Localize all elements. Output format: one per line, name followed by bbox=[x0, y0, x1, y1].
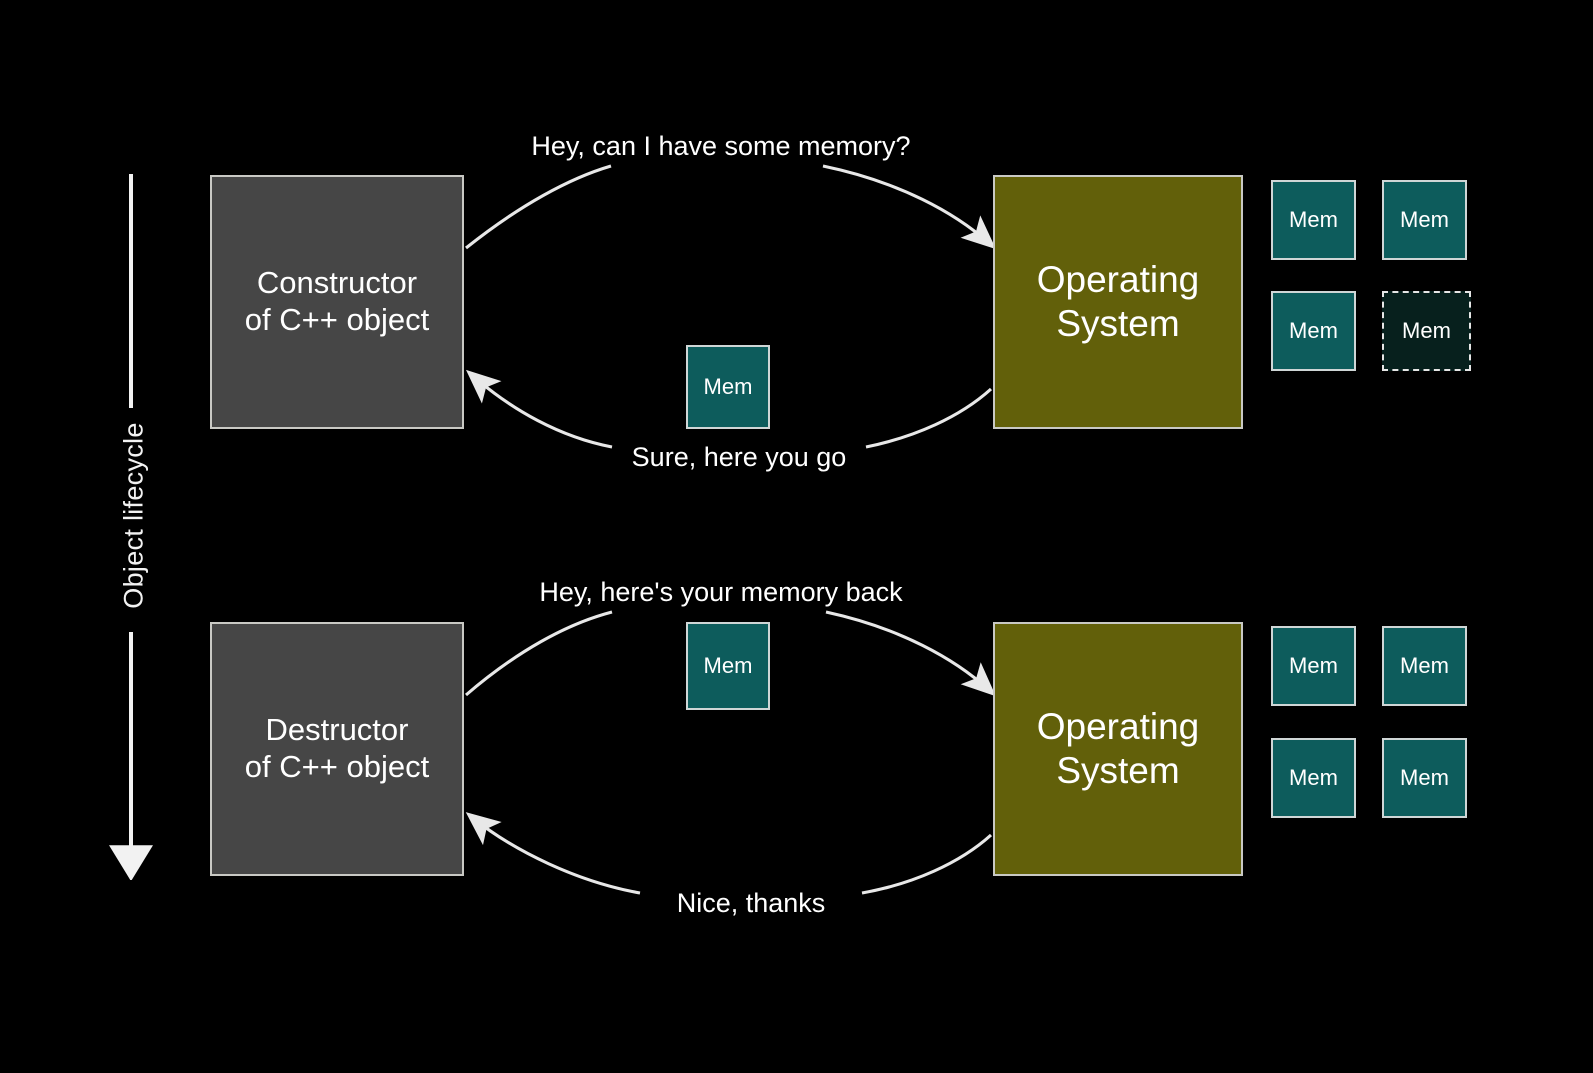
mem-block-label: Mem bbox=[703, 374, 753, 399]
mem-block-label: Mem bbox=[1400, 207, 1449, 232]
mem-pool-block-3-destruction[interactable]: Mem bbox=[1271, 738, 1356, 818]
arrow-request-construction bbox=[465, 164, 996, 250]
object-lifecycle-label: Object lifecycle bbox=[118, 422, 149, 609]
constructor-label: Constructor of C++ object bbox=[244, 265, 430, 337]
mem-block-label: Mem bbox=[1289, 653, 1338, 678]
mem-pool-block-2-destruction[interactable]: Mem bbox=[1382, 626, 1467, 706]
message-request-destruction: Hey, here's your memory back bbox=[539, 577, 903, 607]
destructor-label: Destructor of C++ object bbox=[244, 712, 430, 784]
operating-system-box-construction[interactable]: Operating System bbox=[993, 175, 1243, 429]
mem-pool-block-4-free-construction[interactable]: Mem bbox=[1382, 291, 1471, 371]
mem-block-in-transit-construction[interactable]: Mem bbox=[686, 345, 770, 429]
mem-pool-block-2-construction[interactable]: Mem bbox=[1382, 180, 1467, 260]
mem-pool-block-3-construction[interactable]: Mem bbox=[1271, 291, 1356, 371]
mem-block-label: Mem bbox=[1400, 765, 1449, 790]
message-response-destruction: Nice, thanks bbox=[676, 888, 826, 918]
operating-system-box-destruction[interactable]: Operating System bbox=[993, 622, 1243, 876]
mem-block-label: Mem bbox=[1402, 318, 1451, 343]
mem-pool-block-4-destruction[interactable]: Mem bbox=[1382, 738, 1467, 818]
message-response-construction: Sure, here you go bbox=[631, 442, 847, 472]
mem-block-in-transit-destruction[interactable]: Mem bbox=[686, 622, 770, 710]
mem-block-label: Mem bbox=[1400, 653, 1449, 678]
mem-pool-block-1-construction[interactable]: Mem bbox=[1271, 180, 1356, 260]
destructor-box[interactable]: Destructor of C++ object bbox=[210, 622, 464, 876]
mem-block-label: Mem bbox=[703, 653, 753, 678]
mem-block-label: Mem bbox=[1289, 318, 1338, 343]
operating-system-label: Operating System bbox=[1036, 706, 1200, 791]
object-lifecycle-axis: Object lifecycle bbox=[96, 160, 176, 882]
lifecycle-arrow-icon bbox=[109, 174, 153, 882]
arrow-response-destruction bbox=[465, 812, 993, 895]
mem-block-label: Mem bbox=[1289, 207, 1338, 232]
mem-pool-block-1-destruction[interactable]: Mem bbox=[1271, 626, 1356, 706]
constructor-box[interactable]: Constructor of C++ object bbox=[210, 175, 464, 429]
operating-system-label: Operating System bbox=[1036, 259, 1200, 344]
message-request-construction: Hey, can I have some memory? bbox=[531, 131, 911, 161]
mem-block-label: Mem bbox=[1289, 765, 1338, 790]
